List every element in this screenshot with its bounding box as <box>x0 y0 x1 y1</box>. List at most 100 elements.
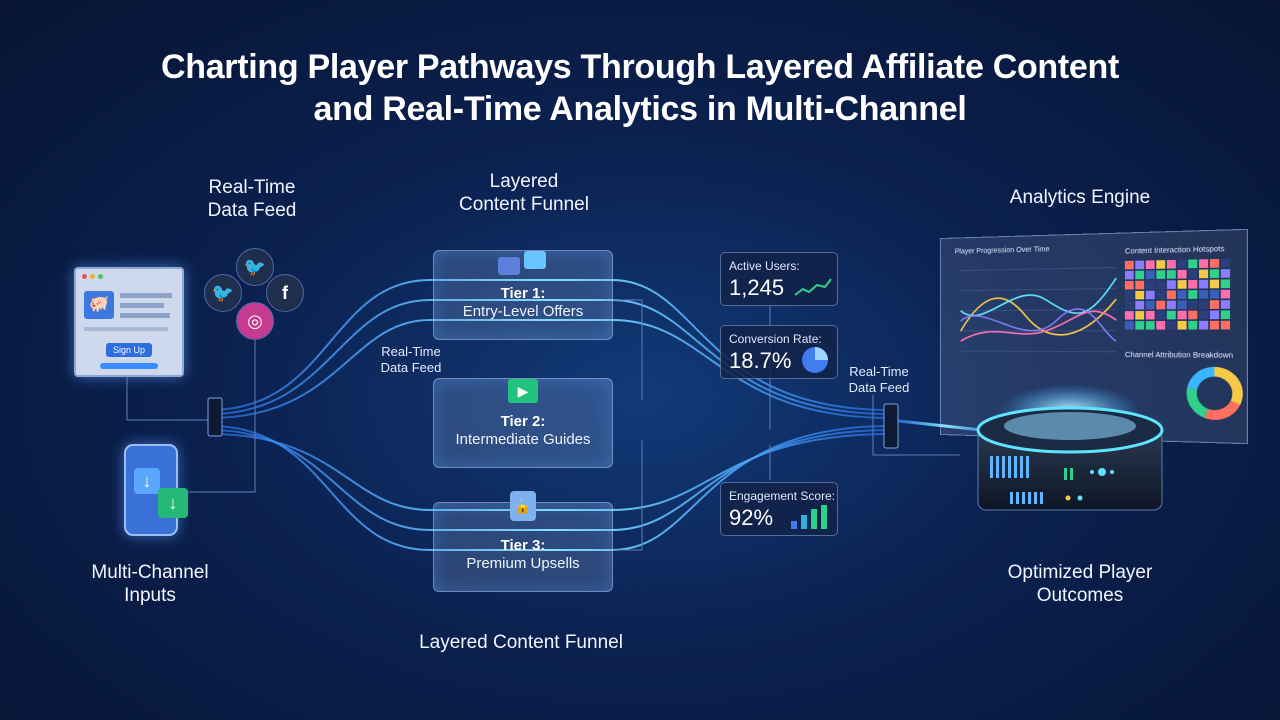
heatmap-cell <box>1145 260 1155 270</box>
input-connector <box>207 397 223 437</box>
tier-2-title: Tier 2: <box>500 413 546 430</box>
heatmap-cell <box>1209 310 1220 320</box>
heatmap-cell <box>1199 269 1209 279</box>
heatmap-cell <box>1166 300 1176 310</box>
heatmap-cell <box>1177 280 1187 289</box>
multichannel-inputs-label: Multi-Channel Inputs <box>91 562 209 606</box>
heatmap-cell <box>1209 269 1220 279</box>
output-connector <box>883 403 899 449</box>
active-users-label: Active Users: <box>729 259 800 273</box>
heatmap-cell <box>1166 320 1176 330</box>
heatmap-cell <box>1177 310 1187 320</box>
engagement-score-card: Engagement Score: 92% <box>720 482 838 536</box>
heatmap-cell <box>1177 320 1187 330</box>
heatmap-cell <box>1124 290 1134 300</box>
heatmap-cell <box>1156 290 1166 300</box>
sign-up-button[interactable]: Sign Up <box>106 343 152 357</box>
analytics-engine-device <box>976 384 1164 511</box>
engagement-score-value: 92% <box>729 505 774 530</box>
heatmap-cell <box>1124 260 1134 270</box>
heatmap-cell <box>1135 300 1145 310</box>
conversion-rate-value: 18.7% <box>729 348 792 373</box>
tier-3-title: Tier 3: <box>500 537 546 554</box>
heatmap-cell <box>1145 270 1155 280</box>
heatmap-cell <box>1199 310 1209 320</box>
heatmap-cell <box>1124 280 1134 290</box>
heatmap-cell <box>1220 258 1231 268</box>
heatmap-cell <box>1220 300 1231 309</box>
heatmap-cell <box>1220 310 1231 320</box>
analytics-engine-label: Analytics Engine <box>1009 187 1151 208</box>
heatmap-cell <box>1177 290 1187 299</box>
tier-2-name: Intermediate Guides <box>455 431 591 448</box>
tier-2-card: ▶ Tier 2: Intermediate Guides <box>433 378 613 468</box>
heatmap-cell <box>1199 300 1209 309</box>
heatmap-cell <box>1209 289 1220 299</box>
conversion-rate-label: Conversion Rate: <box>729 332 822 346</box>
download-arrow-icon: ↓ <box>134 468 160 494</box>
realtime-feed-label-right: Real-Time Data Feed <box>848 364 910 395</box>
heatmap-cell <box>1145 321 1155 330</box>
tier-3-card: 🔒 Tier 3: Premium Upsells <box>433 491 613 592</box>
line-chart-title: Player Progression Over Time <box>954 246 1050 256</box>
heatmap-cell <box>1145 310 1155 320</box>
conversion-rate-card: Conversion Rate: 18.7% <box>720 325 838 379</box>
title-line-2: and Real-Time Analytics in Multi-Channel <box>313 90 967 128</box>
tier-1-card: Tier 1: Entry-Level Offers <box>433 250 613 340</box>
tier-3-name: Premium Upsells <box>466 555 580 572</box>
heatmap-cell <box>1135 290 1145 300</box>
heatmap-cell <box>1188 320 1198 330</box>
heatmap-cell <box>1188 279 1198 289</box>
heatmap-cell <box>1199 289 1209 299</box>
heatmap-cell <box>1156 321 1166 330</box>
heatmap-cell <box>1199 320 1209 330</box>
facebook-icon: f <box>266 274 304 312</box>
heatmap-cell <box>1177 300 1187 310</box>
instagram-icon: ◎ <box>236 302 274 340</box>
heatmap-cell <box>1166 270 1176 279</box>
heatmap-title: Content Interaction Hotspots <box>1124 245 1225 256</box>
heatmap-cell <box>1177 259 1187 269</box>
heatmap-cell <box>1188 300 1198 310</box>
heatmap-cell <box>1156 270 1166 279</box>
heatmap-cell <box>1135 270 1145 280</box>
realtime-feed-label-top: Real-Time Data Feed <box>207 177 297 221</box>
donut-title: Channel Attribution Breakdown <box>1124 351 1234 360</box>
interaction-heatmap <box>1124 258 1231 330</box>
heatmap-cell <box>1188 290 1198 299</box>
title-line-1: Charting Player Pathways Through Layered… <box>160 48 1120 86</box>
heatmap-cell <box>1166 259 1176 269</box>
twitter-icon-secondary: 🐦 <box>204 274 242 312</box>
heatmap-cell <box>1135 280 1145 290</box>
heatmap-cell <box>1124 270 1134 280</box>
heatmap-cell <box>1135 311 1145 320</box>
layered-funnel-label-top: Layered Content Funnel <box>459 171 589 215</box>
heatmap-cell <box>1188 259 1198 269</box>
heatmap-cell <box>1156 310 1166 320</box>
heatmap-cell <box>1135 321 1145 330</box>
heatmap-cell <box>1124 321 1134 330</box>
heatmap-cell <box>1145 280 1155 290</box>
heatmap-cell <box>1220 269 1231 278</box>
active-users-card: Active Users: 1,245 <box>720 252 838 306</box>
heatmap-cell <box>1156 260 1166 269</box>
heatmap-cell <box>1209 300 1220 309</box>
optimized-outcomes-label: Optimized Player Outcomes <box>1007 562 1153 606</box>
engagement-score-label: Engagement Score: <box>729 489 836 503</box>
bar-chart-icon <box>791 505 827 529</box>
heatmap-cell <box>1220 320 1231 330</box>
piggy-bank-icon: 🐖 <box>84 291 114 319</box>
web-browser-window: 🐖 Sign Up <box>74 267 184 377</box>
heatmap-cell <box>1220 289 1231 299</box>
browser-window-icon <box>498 257 520 275</box>
tier-1-title: Tier 1: <box>500 285 546 302</box>
heatmap-cell <box>1156 300 1166 310</box>
attribution-donut-chart <box>1183 363 1247 425</box>
heatmap-cell <box>1209 320 1220 330</box>
heatmap-cell <box>1177 269 1187 279</box>
padlock-icon: 🔒 <box>510 491 536 521</box>
active-users-value: 1,245 <box>729 275 785 300</box>
heatmap-cell <box>1145 290 1155 300</box>
heatmap-cell <box>1199 279 1209 289</box>
